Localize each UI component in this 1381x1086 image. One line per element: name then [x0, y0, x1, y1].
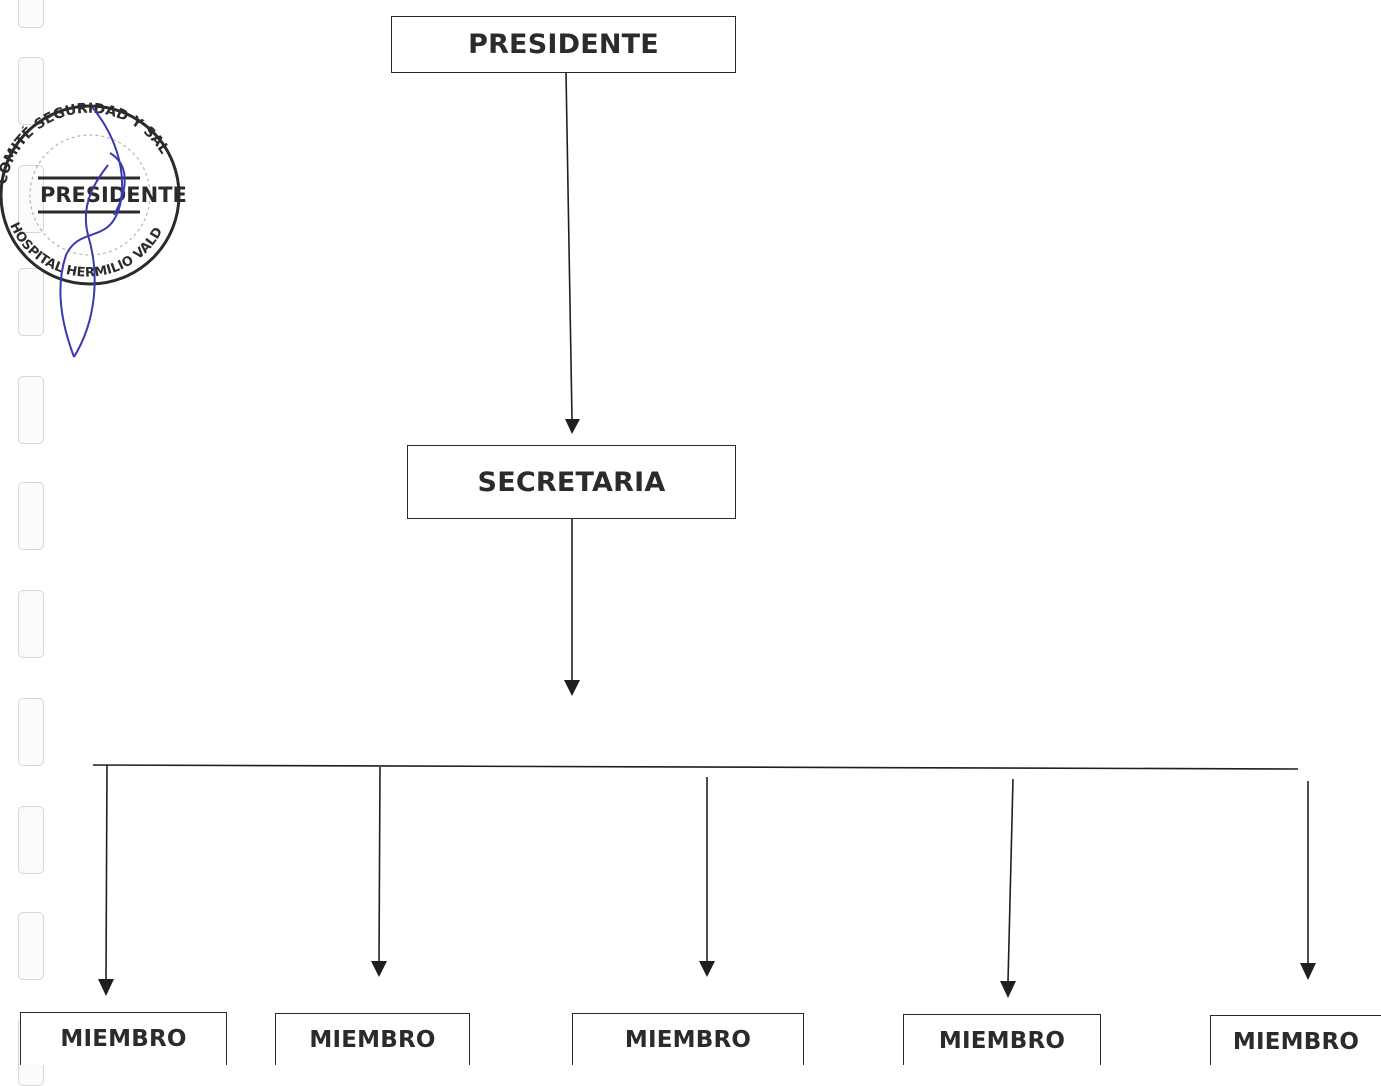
seal-center-text: PRESIDENTE: [40, 183, 187, 207]
member-box: MIEMBRO: [572, 1013, 804, 1065]
member-label: MIEMBRO: [1232, 1029, 1360, 1055]
member-box: MIEMBRO: [275, 1013, 470, 1065]
punch-hole: [18, 165, 44, 233]
connector-president-secretary: [565, 71, 573, 421]
arrowhead: [98, 979, 114, 996]
member-box: MIEMBRO: [1210, 1015, 1381, 1065]
connector-member-2: [378, 766, 381, 963]
president-label: PRESIDENTE: [468, 29, 659, 60]
arrowhead: [565, 419, 580, 434]
president-box: PRESIDENTE: [391, 16, 736, 73]
punch-hole: [18, 698, 44, 766]
connector-members-bus: [92, 764, 1299, 770]
arrowhead: [1000, 981, 1016, 998]
punch-hole: [18, 482, 44, 550]
punch-hole: [18, 57, 44, 125]
member-label: MIEMBRO: [938, 1028, 1066, 1054]
arrowhead: [1300, 963, 1316, 980]
punch-hole: [18, 376, 44, 444]
secretary-box: SECRETARIA: [407, 445, 736, 519]
punch-hole: [18, 912, 44, 980]
arrowhead: [699, 961, 715, 977]
punch-hole: [18, 590, 44, 658]
committee-seal-stamp: COMITÉ SEGURIDAD Y SALUD EN EL TRABAJO H…: [0, 95, 187, 358]
secretary-label: SECRETARIA: [477, 466, 666, 498]
member-label: MIEMBRO: [309, 1027, 436, 1053]
member-box: MIEMBRO: [20, 1012, 227, 1065]
punch-hole: [18, 268, 44, 336]
member-label: MIEMBRO: [60, 1026, 187, 1052]
signature-scribble: [59, 106, 126, 358]
arrowhead: [371, 961, 387, 977]
punch-hole: [18, 806, 44, 874]
arrowhead: [564, 680, 580, 696]
member-label: MIEMBRO: [624, 1027, 752, 1053]
member-box: MIEMBRO: [903, 1014, 1101, 1065]
seal-ring-text-top: COMITÉ SEGURIDAD Y SALUD EN EL TRABAJO: [0, 95, 172, 186]
svg-text:COMITÉ SEGURIDAD Y SALUD EN EL: COMITÉ SEGURIDAD Y SALUD EN EL TRABAJO: [0, 95, 172, 186]
punch-hole: [18, 0, 44, 28]
connector-member-4: [1007, 778, 1014, 983]
connector-member-1: [105, 764, 108, 981]
